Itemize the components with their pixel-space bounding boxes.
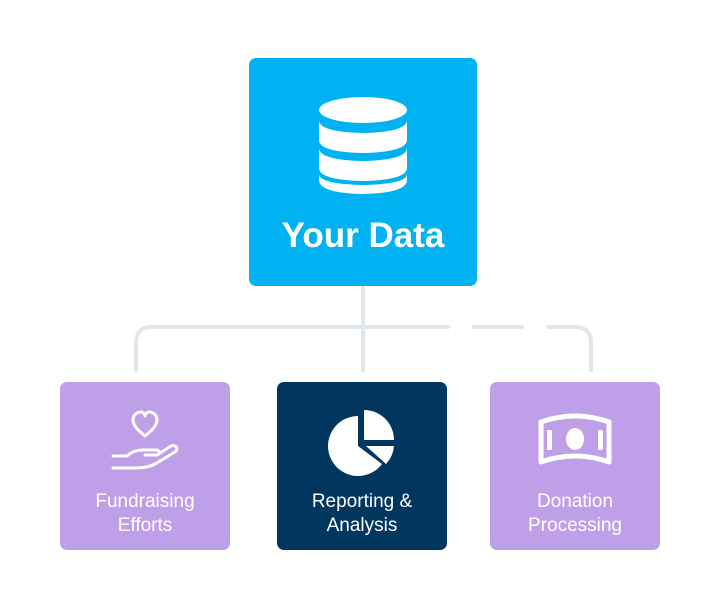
- fundraising-efforts-label: Fundraising Efforts: [95, 491, 195, 536]
- main-title: Your Data: [281, 216, 445, 255]
- reporting-analysis-label: Reporting & Analysis: [311, 491, 413, 536]
- fundraising-efforts-box: Fundraising Efforts: [60, 382, 230, 550]
- your-data-box: Your Data: [249, 58, 477, 286]
- donation-processing-label: Donation Processing: [528, 491, 622, 536]
- connector-right-end: [546, 325, 593, 372]
- database-icon: [319, 97, 407, 194]
- heart-hand-icon: [111, 410, 179, 470]
- reporting-analysis-box: Reporting & Analysis: [277, 382, 447, 550]
- money-icon: [538, 413, 612, 465]
- connector-left: [134, 325, 365, 372]
- pie-chart-icon: [328, 410, 394, 476]
- donation-processing-box: Donation Processing: [490, 382, 660, 550]
